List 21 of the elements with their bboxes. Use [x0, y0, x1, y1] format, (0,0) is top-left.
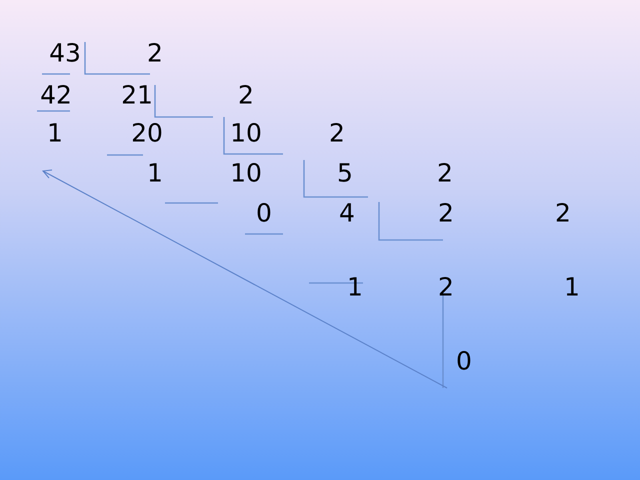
number-label: 1: [47, 120, 63, 146]
number-label: 1: [347, 274, 363, 300]
number-label: 2: [438, 200, 454, 226]
number-label: 1: [147, 160, 163, 186]
number-label: 0: [456, 348, 472, 374]
number-label: 21: [121, 82, 153, 108]
number-label: 0: [256, 200, 272, 226]
number-label: 10: [230, 160, 262, 186]
number-label: 10: [230, 120, 262, 146]
number-label: 2: [438, 274, 454, 300]
number-label: 2: [147, 40, 163, 66]
number-label: 42: [40, 82, 72, 108]
number-label: 4: [339, 200, 355, 226]
number-label: 2: [238, 82, 254, 108]
number-label: 5: [337, 160, 353, 186]
number-label: 43: [49, 40, 81, 66]
number-label: 2: [329, 120, 345, 146]
number-label: 2: [437, 160, 453, 186]
number-label: 2: [555, 200, 571, 226]
number-label: 1: [564, 274, 580, 300]
number-label: 20: [131, 120, 163, 146]
